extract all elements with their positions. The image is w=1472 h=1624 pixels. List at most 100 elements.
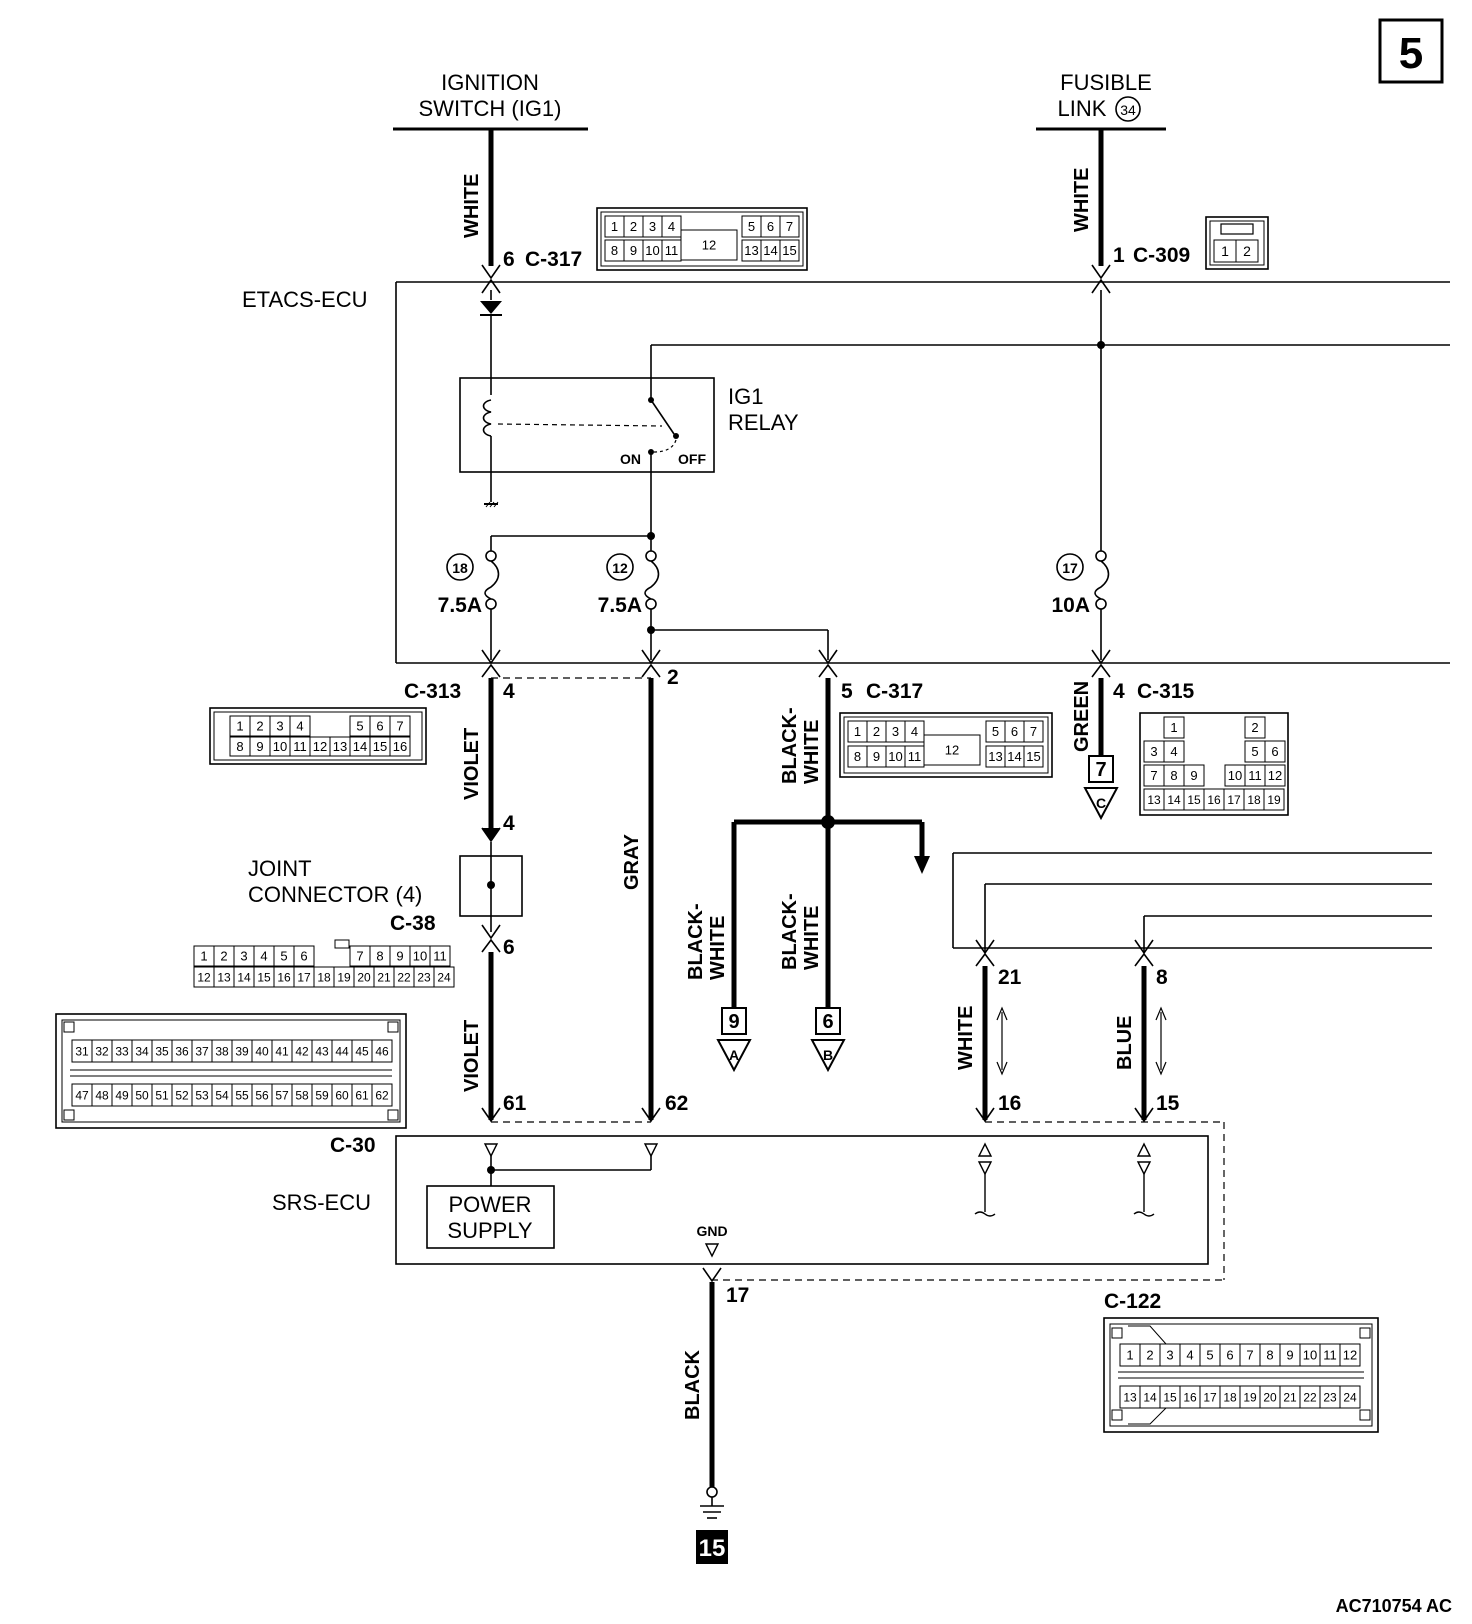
connector-pin-number: 20	[357, 970, 371, 984]
connector-pin-number: 51	[155, 1088, 169, 1102]
connector-pin-number: 60	[335, 1088, 349, 1102]
connector-pin-number: 9	[256, 739, 263, 754]
connector-pin-number: 24	[437, 970, 451, 984]
srs-label: SRS-ECU	[272, 1190, 371, 1215]
connector-pin-number: 13	[217, 970, 231, 984]
wire-label-bw-3b: WHITE	[801, 906, 823, 970]
connector-pin-number: 54	[215, 1088, 229, 1102]
connector-pin-number: 31	[75, 1044, 89, 1058]
fusible-label-2: LINK	[1058, 96, 1107, 121]
srs-input-terminals	[481, 1107, 1225, 1281]
connector-cavity	[389, 715, 411, 737]
connector-pin-number: 14	[1007, 749, 1021, 764]
connector-pin-number: 61	[355, 1088, 369, 1102]
connector-pin-number: 11	[433, 949, 447, 964]
connector-cavity	[293, 945, 315, 967]
page-number-box: 5	[1378, 18, 1444, 84]
connector-pin-number: 11	[1248, 768, 1262, 783]
connector-pin-number: 10	[645, 243, 659, 258]
connector-pin-number: 44	[335, 1044, 349, 1058]
connector-pin-number: 6	[300, 949, 307, 964]
connector-pin-number: 22	[1303, 1390, 1317, 1404]
wire-label-bw-2b: WHITE	[707, 916, 729, 980]
pin-blue-top: 8	[1156, 966, 1168, 989]
connector-pin-number: 10	[888, 749, 902, 764]
connector-pin-number: 47	[75, 1088, 89, 1102]
blue-wire: BLUE 15	[1114, 966, 1180, 1120]
fusible-number: 34	[1120, 102, 1136, 118]
connector-pin-number: 14	[1143, 1390, 1157, 1404]
wire-label-bw-2a: BLACK-	[685, 903, 707, 980]
connector-pin-number: 4	[260, 949, 267, 964]
connector-pin-number: 3	[1166, 1348, 1173, 1363]
pin-c313: 4	[503, 680, 515, 703]
page-number: 5	[1399, 29, 1423, 78]
connector-pin-number: 16	[1207, 793, 1221, 807]
c30-label: C-30	[330, 1134, 376, 1157]
connector-pin-number: 12	[197, 970, 211, 984]
connector-pin-number: 37	[195, 1044, 209, 1058]
wire-label-bw-1b: WHITE	[801, 720, 823, 784]
connector-cavity	[1183, 764, 1205, 787]
pin-gnd: 17	[726, 1284, 749, 1307]
connector-pin-number: 20	[1263, 1390, 1277, 1404]
gray-wire: GRAY 62	[621, 678, 688, 1120]
connector-pin-number: 19	[1243, 1390, 1257, 1404]
wire-label-white-fl: WHITE	[1071, 168, 1093, 232]
etacs-bottom-terminals: C-313 4 2 5 C-317 4 C-315	[404, 649, 1195, 703]
connector-pin-number: 19	[337, 970, 351, 984]
connector-cavity	[779, 215, 800, 238]
connector-pin-number: 2	[256, 719, 263, 734]
wire-label-white-ig: WHITE	[461, 174, 483, 238]
connector-pin-number: 4	[668, 219, 675, 234]
wire-label-gray: GRAY	[621, 833, 643, 890]
connector-pin-number: 24	[1343, 1390, 1357, 1404]
connector-pin-number: 7	[1246, 1348, 1253, 1363]
connector-pin-number: 14	[353, 739, 367, 754]
connector-cavity	[371, 1083, 393, 1107]
violet-wire-lower: VIOLET 61	[461, 952, 527, 1120]
etacs-label: ETACS-ECU	[242, 287, 368, 312]
off-page-a-number: 9	[728, 1011, 739, 1033]
ground-point-number: 15	[699, 1535, 726, 1562]
power-supply-label-2: SUPPLY	[447, 1218, 533, 1243]
connector-cavity	[389, 736, 411, 757]
relay-on-label: ON	[620, 451, 641, 467]
connector-pin-number: 38	[215, 1044, 229, 1058]
connector-pin-number: 8	[236, 739, 243, 754]
connector-pin-number: 14	[763, 243, 777, 258]
connector-pin-number: 6	[1011, 724, 1018, 739]
pin-ig-c317: 6	[503, 248, 515, 271]
pin-jc-in: 4	[503, 812, 515, 835]
connector-cavity	[1023, 720, 1044, 743]
connector-pin-number: 5	[1206, 1348, 1213, 1363]
connector-pin-number: 9	[630, 243, 637, 258]
connector-pin-number: 16	[393, 739, 407, 754]
violet-wire-upper: VIOLET 4	[461, 678, 515, 843]
wire-label-violet-2: VIOLET	[461, 1020, 483, 1092]
connector-pin-number: 10	[1228, 768, 1242, 783]
connector-pin-number: 40	[255, 1044, 269, 1058]
connector-pin-number: 39	[235, 1044, 249, 1058]
connector-pin-number: 9	[396, 949, 403, 964]
connector-pin-number: 8	[1170, 768, 1177, 783]
connector-cavity	[1264, 764, 1286, 787]
connector-pin-number: 13	[1123, 1390, 1137, 1404]
connector-pin-number: 50	[135, 1088, 149, 1102]
connector-pin-number: 1	[1170, 720, 1177, 735]
ig1-relay: ON OFF IG1 RELAY	[459, 345, 799, 508]
fusible-label-1: FUSIBLE	[1060, 70, 1152, 95]
connector-pin-number: 9	[873, 749, 880, 764]
connector-pin-number: 13	[744, 243, 758, 258]
c313-label: C-313	[404, 680, 461, 703]
connector-pin-number: 2	[1146, 1348, 1153, 1363]
connector-pin-number: 58	[295, 1088, 309, 1102]
connector-pin-number: 11	[1323, 1348, 1337, 1363]
connector-pin-number: 1	[1126, 1348, 1133, 1363]
connector-pin-number: 16	[277, 970, 291, 984]
connector-pin-number: 43	[315, 1044, 329, 1058]
connector-pin-number: 21	[1283, 1390, 1297, 1404]
